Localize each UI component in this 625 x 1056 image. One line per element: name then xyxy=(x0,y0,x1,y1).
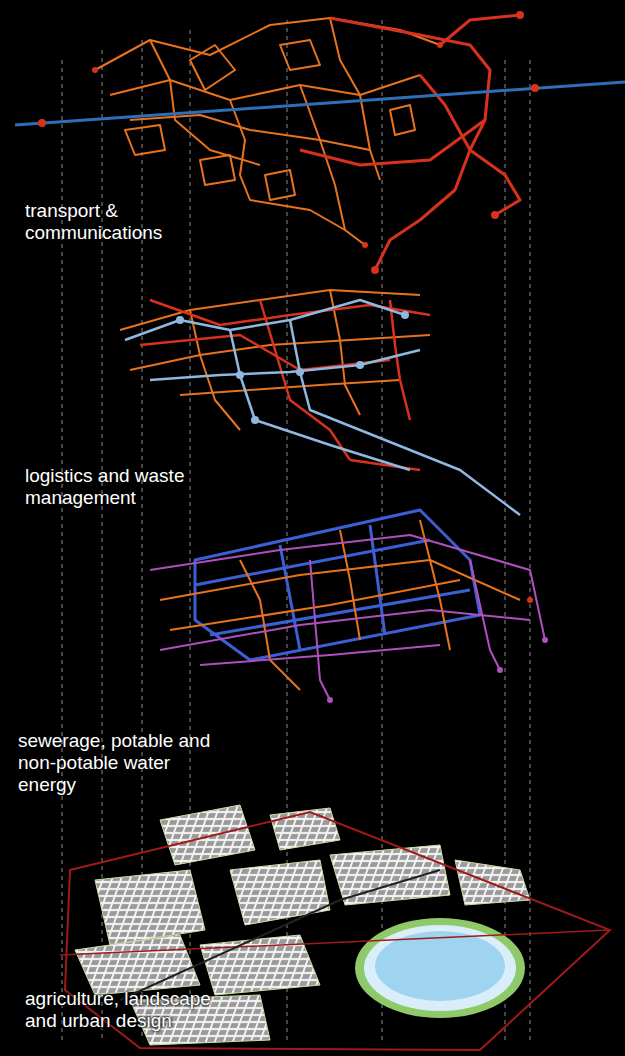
layer-label: agriculture, landscape and urban design xyxy=(25,988,235,1032)
layer-label: sewerage, potable and non-potable water … xyxy=(18,730,218,796)
water-energy-layer xyxy=(150,510,548,703)
layer-label: transport & communications xyxy=(25,200,185,244)
guide-lines xyxy=(62,20,530,1040)
transport-layer xyxy=(15,11,625,274)
layer-label: logistics and waste management xyxy=(25,465,240,509)
